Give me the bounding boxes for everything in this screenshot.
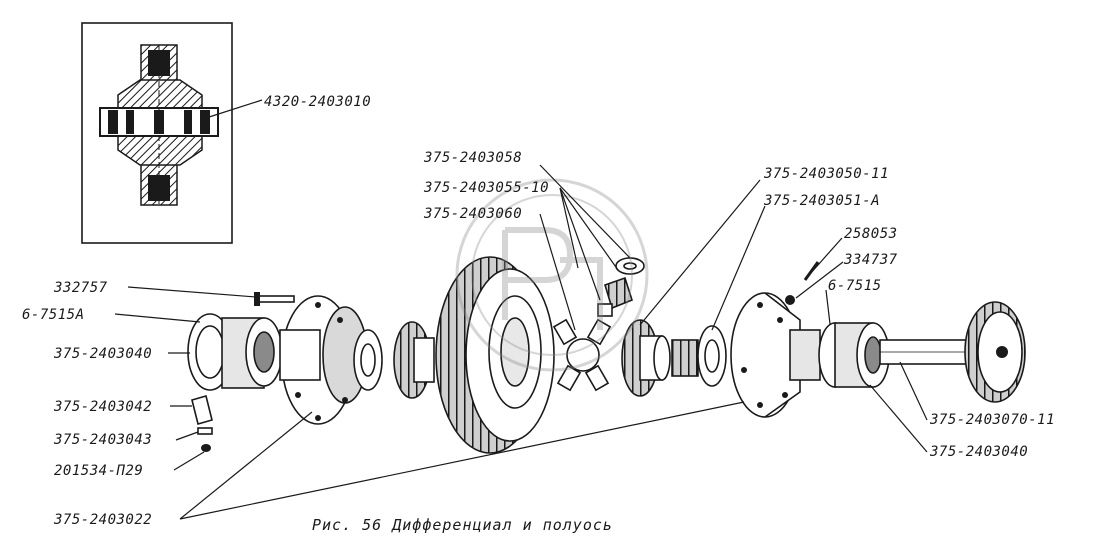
right-side-gear <box>621 319 671 397</box>
label-375-2403055-10: 375-2403055-10 <box>423 180 549 196</box>
label-375-2403058: 375-2403058 <box>423 150 522 166</box>
label-332757: 332757 <box>53 280 108 296</box>
left-bearing <box>187 313 283 391</box>
label-201534-p29: 201534-П29 <box>54 463 143 479</box>
ring-gear <box>435 256 555 454</box>
right-thrust-washer <box>671 325 727 387</box>
label-375-2403060: 375-2403060 <box>423 206 522 222</box>
pinion-gear-group <box>597 257 645 317</box>
screw-and-nut <box>785 261 820 305</box>
label-375-2403070-11: 375-2403070-11 <box>929 412 1055 428</box>
lock-plate-parts <box>191 395 213 452</box>
label-375-2403050-11: 375-2403050-11 <box>763 166 889 182</box>
label-334737: 334737 <box>843 252 898 268</box>
label-375-2403043: 375-2403043 <box>53 432 152 448</box>
label-375-2403040-left: 375-2403040 <box>53 346 152 362</box>
label-375-2403040-right: 375-2403040 <box>929 444 1028 460</box>
label-375-2403042: 375-2403042 <box>53 399 152 415</box>
label-375-2403051-a: 375-2403051-А <box>763 193 880 209</box>
right-bearing <box>818 322 890 388</box>
inset-part-number-label: 4320-2403010 <box>264 94 371 110</box>
left-side-gear <box>393 321 435 399</box>
bolt-part <box>254 292 295 306</box>
axle-shaft <box>879 301 1026 403</box>
label-375-2403022: 375-2403022 <box>53 512 152 528</box>
left-housing-half <box>279 295 368 425</box>
label-6-7515a: 6-7515А <box>22 307 85 323</box>
watermark-logo <box>455 178 649 372</box>
spider-cross <box>552 318 612 392</box>
figure-caption: Рис. 56 Дифференциал и полуось <box>312 516 613 534</box>
label-6-7515: 6-7515 <box>828 278 882 294</box>
right-housing-half <box>730 292 821 418</box>
leader-lines <box>114 164 928 520</box>
left-thrust-washer <box>353 329 383 391</box>
inset-section-view <box>81 22 263 244</box>
label-258053: 258053 <box>844 226 898 242</box>
